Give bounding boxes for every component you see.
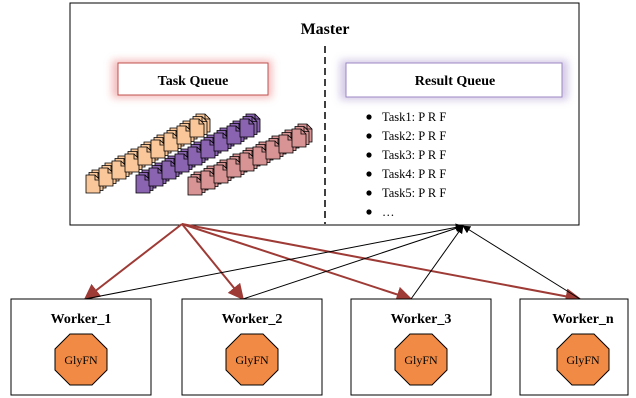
task-document-icon	[226, 158, 242, 178]
dispatch-arrow-worker-2	[181, 223, 245, 301]
task-document-fold	[222, 165, 228, 171]
worker-module-label: GlyFN	[404, 353, 438, 367]
task-document-icon	[187, 176, 203, 196]
task-document-icon	[213, 132, 229, 152]
task-document-fold	[196, 147, 202, 153]
task-document-icon	[163, 132, 179, 152]
worker-module-label: GlyFN	[64, 353, 98, 367]
task-document-fold	[183, 154, 189, 160]
task-document-icon	[150, 139, 166, 159]
task-document-fold	[146, 147, 152, 153]
task-document-icon	[239, 118, 255, 138]
dispatch-arrow-worker-3	[181, 223, 413, 303]
task-document-icon	[187, 146, 203, 166]
return-arrow-worker-3	[410, 225, 464, 300]
task-document-icon	[135, 174, 151, 194]
glyfn-octagon	[394, 333, 448, 386]
task-document-fold	[120, 161, 126, 167]
task-document-fold	[170, 161, 176, 167]
task-document-stacks	[85, 113, 313, 196]
task-document-icon	[98, 167, 114, 187]
result-queue: Result Queue	[340, 60, 568, 100]
task-document-fold	[235, 126, 241, 132]
task-document-fold	[157, 168, 163, 174]
task-document-fold	[209, 171, 215, 177]
glyfn-octagon	[54, 333, 108, 386]
task-document-fold	[198, 119, 204, 125]
task-document-fold	[261, 147, 267, 153]
task-queue-label: Task Queue	[158, 74, 229, 89]
glyfn-octagon	[225, 333, 279, 386]
task-document-icon	[189, 118, 205, 138]
return-arrow-worker-1	[84, 223, 464, 300]
task-document-fold	[248, 153, 254, 159]
task-document-fold	[133, 154, 139, 160]
task-document-icon	[174, 153, 190, 173]
task-document-fold	[107, 168, 113, 174]
task-document-fold	[287, 135, 293, 141]
worker-label: Worker_1	[51, 312, 112, 327]
task-queue: Task Queue	[112, 60, 272, 98]
task-document-fold	[274, 141, 280, 147]
task-document-icon	[213, 164, 229, 184]
result-queue-label: Result Queue	[415, 74, 496, 89]
task-document-icon	[200, 170, 216, 190]
task-document-icon	[265, 140, 281, 160]
arrows	[83, 223, 582, 305]
task-document-icon	[176, 125, 192, 145]
worker-module-label: GlyFN	[566, 353, 600, 367]
result-list: Task1: P R F Task2: P R F Task3: P R F T…	[366, 110, 446, 219]
glyfn-octagon	[556, 333, 610, 386]
result-item: Task2: P R F	[382, 129, 446, 143]
task-document-fold	[144, 175, 150, 181]
task-document-fold	[248, 119, 254, 125]
task-document-icon	[278, 134, 294, 154]
worker-node-3: Worker_3 GlyFN	[350, 298, 492, 396]
master-title: Master	[301, 21, 350, 38]
worker-label: Worker_n	[552, 312, 614, 327]
master-node: Master Task Queue Result Queue Task1: P …	[69, 2, 580, 226]
task-document-fold	[209, 140, 215, 146]
result-item: …	[382, 205, 395, 219]
task-document-fold	[94, 175, 100, 181]
task-document-icon	[226, 125, 242, 145]
result-item: Task3: P R F	[382, 148, 446, 162]
task-document-fold	[159, 140, 165, 146]
worker-node-n: Worker_n GlyFN	[519, 298, 629, 396]
task-document-icon	[148, 167, 164, 187]
task-document-fold	[172, 133, 178, 139]
task-document-icon	[124, 153, 140, 173]
task-document-fold	[300, 129, 306, 135]
result-item: Task4: P R F	[382, 167, 446, 181]
dispatch-arrow-worker-1	[83, 223, 183, 300]
task-document-fold	[235, 159, 241, 165]
task-document-icon	[200, 139, 216, 159]
worker-node-1: Worker_1 GlyFN	[10, 298, 152, 396]
worker-label: Worker_3	[391, 312, 452, 327]
task-document-icon	[85, 174, 101, 194]
worker-module-label: GlyFN	[235, 353, 269, 367]
return-arrow-worker-2	[242, 224, 464, 300]
result-item: Task1: P R F	[382, 110, 446, 124]
task-document-fold	[222, 133, 228, 139]
result-item: Task5: P R F	[382, 186, 446, 200]
task-document-icon	[137, 146, 153, 166]
worker-node-2: Worker_2 GlyFN	[181, 298, 323, 396]
task-document-icon	[252, 146, 268, 166]
dispatch-arrow-worker-n	[181, 223, 582, 305]
task-document-icon	[111, 160, 127, 180]
return-arrow-worker-n	[462, 225, 581, 300]
task-document-icon	[161, 160, 177, 180]
task-document-icon	[291, 128, 307, 148]
task-document-fold	[196, 177, 202, 183]
task-document-fold	[185, 126, 191, 132]
worker-label: Worker_2	[222, 312, 283, 327]
task-document-icon	[239, 152, 255, 172]
